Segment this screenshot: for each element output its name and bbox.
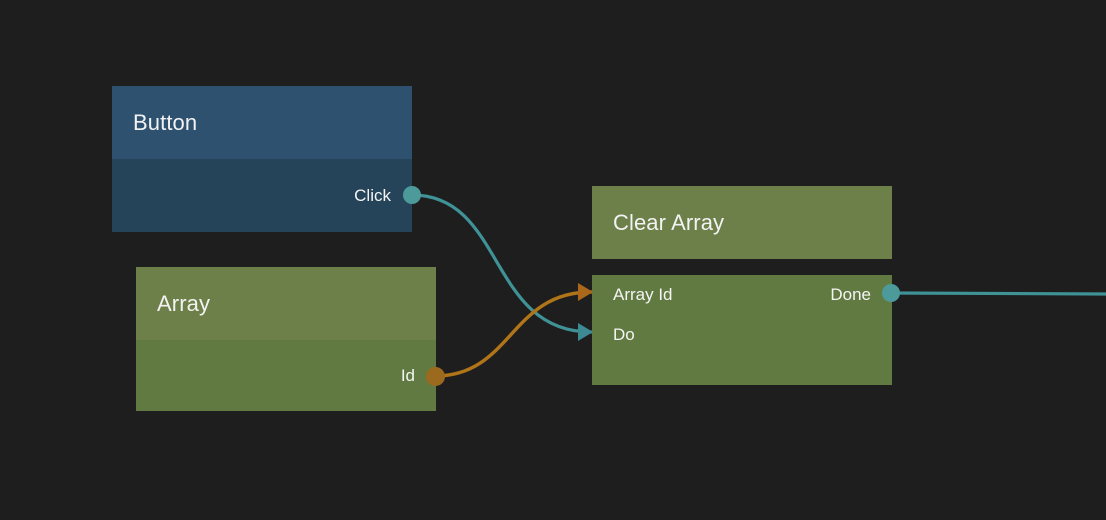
node-button-header[interactable]: Button	[112, 86, 412, 159]
node-array-body: Id	[136, 340, 436, 411]
port-knob-click[interactable]	[403, 186, 421, 204]
port-row-array-id-done[interactable]: Array Id Done	[592, 275, 892, 315]
port-label-click: Click	[354, 185, 391, 205]
wire-id-to-array-id[interactable]	[433, 290, 593, 378]
node-array[interactable]: Array Id	[136, 267, 436, 411]
port-arrow-do[interactable]	[578, 323, 593, 341]
port-label-id: Id	[400, 365, 415, 385]
node-array-title: Array	[157, 290, 211, 316]
node-clear-array[interactable]: Clear Array Array Id Done Do	[592, 186, 892, 385]
port-arrow-array-id[interactable]	[578, 283, 593, 301]
node-button-body: Click	[112, 159, 412, 232]
port-row-do[interactable]: Do	[592, 315, 892, 355]
node-button-title: Button	[133, 109, 198, 135]
node-array-header[interactable]: Array	[136, 267, 436, 340]
node-clear-array-header[interactable]: Clear Array	[592, 186, 892, 259]
port-label-array-id: Array Id	[613, 285, 673, 304]
wire-click-to-do[interactable]	[410, 193, 593, 334]
port-label-done: Done	[830, 285, 871, 304]
node-clear-array-body: Array Id Done Do	[592, 275, 892, 385]
port-label-do: Do	[613, 325, 635, 344]
node-button[interactable]: Button Click	[112, 86, 412, 232]
port-row-click[interactable]: Click	[112, 159, 412, 232]
wire-done-output[interactable]	[889, 291, 1106, 296]
port-row-id[interactable]: Id	[136, 340, 436, 411]
node-clear-array-title: Clear Array	[613, 209, 725, 235]
port-knob-done[interactable]	[882, 284, 900, 302]
port-knob-id[interactable]	[426, 367, 445, 386]
